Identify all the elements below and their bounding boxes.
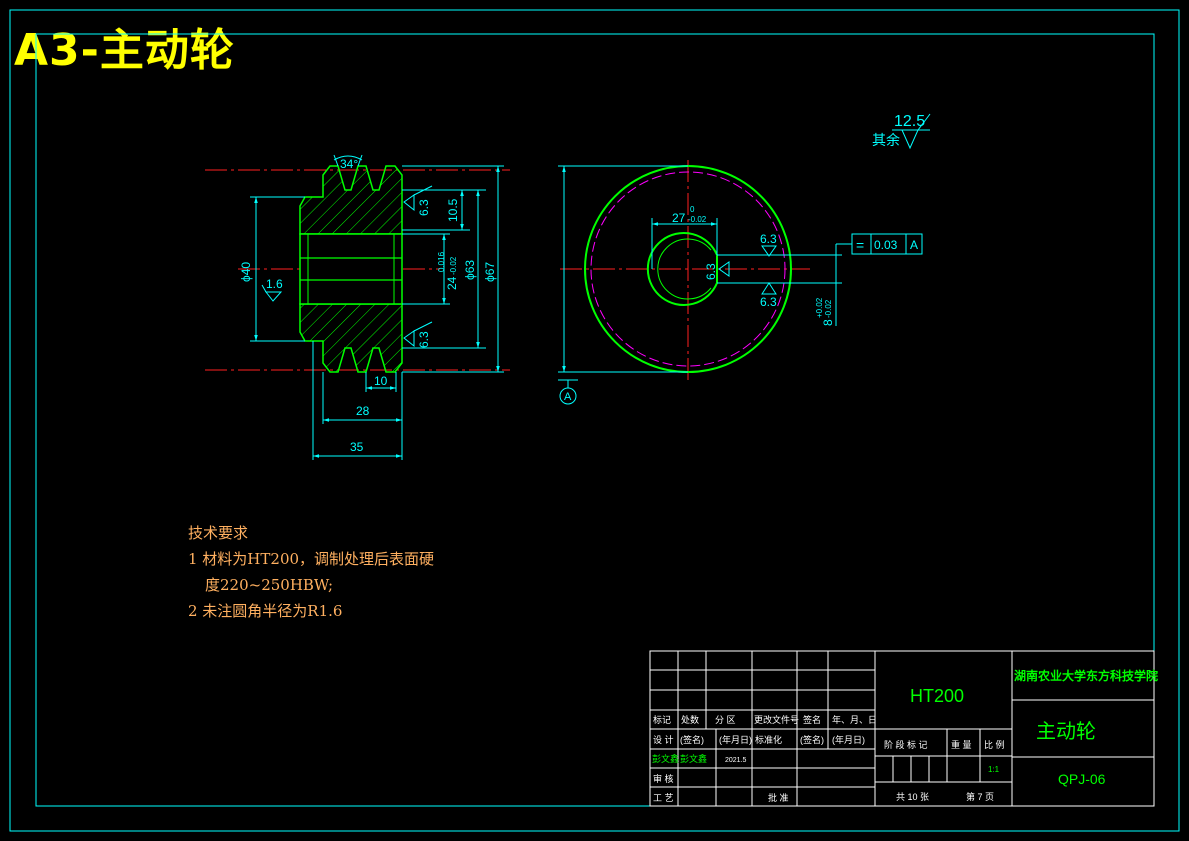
r-design: 设 计 [653,734,674,745]
dim-10-5: 10.5 [446,198,460,222]
h-mark: 标记 [653,714,671,725]
designer-2: 彭文鑫 [680,753,707,764]
dim-phi63: ϕ63 [463,260,477,280]
bore-keyway [646,232,718,306]
dim-24: 24 [445,276,459,290]
school-name: 湖南农业大学东方科技学院 [1014,668,1158,683]
dim-10: 10 [374,374,388,388]
total-sheets: 共 10 张 [896,792,929,802]
bore [299,233,403,305]
technical-requirements: 技术要求 1 材料为HT200，调制处理后表面硬 度220~250HBW; 2 … [188,520,434,624]
material: HT200 [910,686,964,706]
drawing-number: QPJ-06 [1058,771,1106,787]
scale-value: 1:1 [988,765,1000,774]
tol-datum: A [910,238,918,252]
dim-28: 28 [356,404,370,418]
notes-line-2: 度220~250HBW; [205,576,334,594]
inner-frame [35,33,1155,807]
h-sign: 签名 [803,714,821,725]
tol-value: 0.03 [874,238,898,252]
dim-24-upper: 0.016 [437,251,446,272]
r-approve: 批 准 [768,792,789,803]
part-name: 主动轮 [1036,720,1096,743]
outer-frame [9,9,1180,832]
rough-1-6: 1.6 [266,277,283,291]
weight-label: 重 量 [951,739,972,750]
dim-8-upper: +0.02 [815,297,824,318]
dim-8: 8 [821,319,835,326]
rough-6-3-lower: 6.3 [417,331,431,348]
rough-6-3-key-side: 6.3 [704,263,718,280]
rough-6-3-upper: 6.3 [417,199,431,216]
upper-section [299,165,403,235]
r-check: 审 核 [653,773,674,784]
lower-section [299,303,403,373]
h-count: 处数 [681,714,699,725]
notes-heading: 技术要求 [188,524,249,542]
rough-6-3-key-top: 6.3 [760,232,777,246]
dim-27-lower: -0.02 [688,215,707,224]
title-block-text: HT200 湖南农业大学东方科技学院 主动轮 QPJ-06 标记 处数 分 区 … [652,668,1158,803]
stage-mark: 阶 段 标 记 [884,739,928,750]
tolerance-frame [851,233,923,255]
dim-27: 27 [672,211,686,225]
sheet-number: 第 7 页 [966,791,994,802]
r-std: 标准化 [755,734,782,745]
scale-label: 比 例 [984,739,1005,750]
r-sign2: (签名) [800,734,824,745]
title-block [649,650,1155,807]
r-sign1: (签名) [680,734,704,745]
designer-1: 彭文鑫 [652,753,679,764]
dim-phi40: ϕ40 [239,262,253,282]
notes-line-1: 1 材料为HT200，调制处理后表面硬 [188,550,435,568]
rough-rest-label: 其余 [872,132,900,148]
datum-circle [559,387,577,405]
rough-12-5: 12.5 [894,113,925,130]
design-date: 2021.5 [725,757,747,764]
dim-24-lower: -0.02 [449,256,458,275]
dim-34deg: 34° [340,157,358,171]
r-process: 工 艺 [653,793,674,803]
section-view: 34° 10.5 ϕ63 ϕ67 24 0.016 -0.02 ϕ40 10 [205,154,510,460]
dim-35: 35 [350,440,364,454]
dim-8-lower: -0.02 [824,299,833,318]
r-date2: (年月日) [832,734,865,745]
front-view: 27 0 -0.02 8 +0.02 -0.02 6.3 6.3 6.3 = 0… [558,113,931,405]
h-docno: 更改文件号 [754,714,799,725]
h-zone: 分 区 [715,715,736,725]
r-date1: (年月日) [719,734,752,745]
tol-symbol: = [856,237,864,253]
rough-6-3-key-bottom: 6.3 [760,295,777,309]
dim-phi67: ϕ67 [483,262,497,282]
dim-27-upper: 0 [690,205,695,214]
datum-label: A [564,391,572,403]
h-date: 年、月、日 [832,714,877,725]
notes-line-3: 2 未注圆角半径为R1.6 [188,602,343,620]
pitch-circle [590,171,786,367]
